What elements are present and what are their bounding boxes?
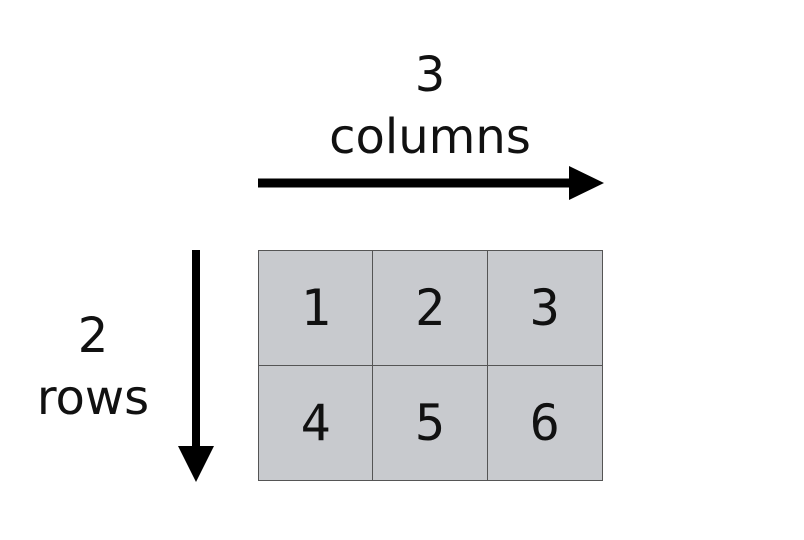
matrix-cell: 5 bbox=[373, 365, 488, 480]
rows-word-label: rows bbox=[36, 370, 150, 426]
rows-count-label: 2 bbox=[77, 308, 109, 364]
matrix-cell: 3 bbox=[487, 251, 602, 366]
matrix-cell: 1 bbox=[259, 251, 374, 366]
columns-word-label: columns bbox=[329, 109, 531, 165]
matrix-cell: 4 bbox=[259, 365, 374, 480]
matrix-cell: 2 bbox=[373, 251, 488, 366]
matrix-cell: 6 bbox=[487, 365, 602, 480]
matrix-grid: 1 2 3 4 5 6 bbox=[258, 250, 603, 481]
columns-count-label: 3 bbox=[414, 47, 446, 103]
